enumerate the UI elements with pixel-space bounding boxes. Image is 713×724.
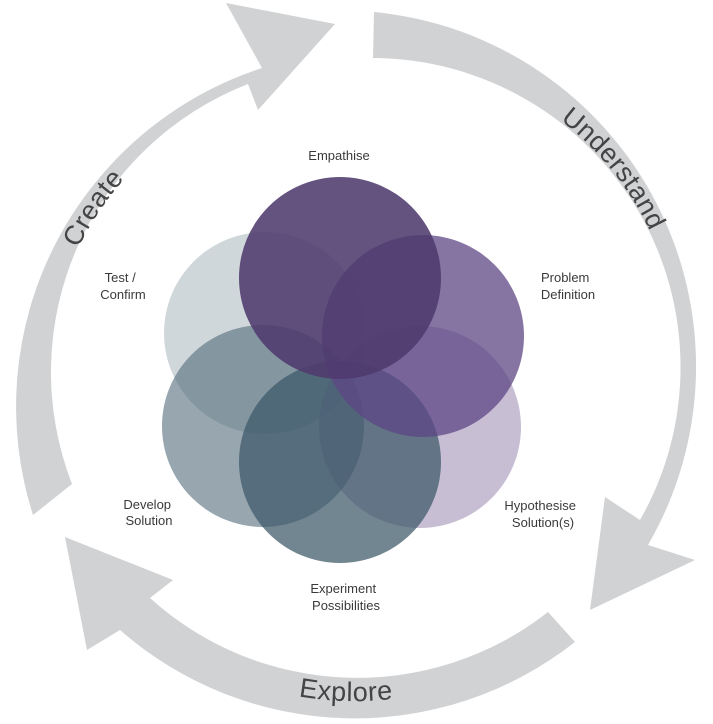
stage-label-experiment-possibilities: Experiment Possibilities xyxy=(310,581,380,613)
create-arrow xyxy=(16,3,335,515)
phase-label-create: Create xyxy=(57,163,130,251)
understand-arrow xyxy=(373,12,697,610)
cycle-ring xyxy=(16,3,697,719)
stage-labels: Empathise Problem Definition Hypothesise… xyxy=(100,148,595,613)
stage-label-problem-definition: Problem Definition xyxy=(541,270,595,302)
stage-label-empathise: Empathise xyxy=(308,148,369,163)
stage-circles xyxy=(162,177,524,563)
stage-circle-empathise[interactable] xyxy=(239,177,441,379)
phase-label-explore: Explore xyxy=(298,673,394,708)
stage-label-develop-solution: Develop Solution xyxy=(123,497,174,528)
explore-arrow xyxy=(65,537,575,719)
stage-label-test-confirm: Test / Confirm xyxy=(100,270,146,302)
phase-label-understand: Understand xyxy=(556,101,671,234)
stage-label-hypothesise-solutions: Hypothesise Solution(s) xyxy=(504,498,579,530)
